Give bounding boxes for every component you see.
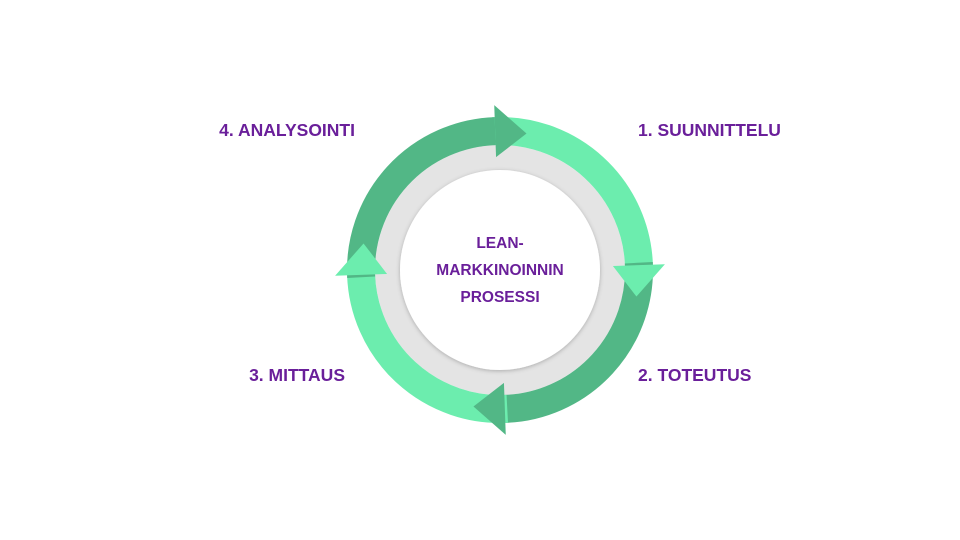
- center-title-line: MARKKINOINNIN: [436, 262, 564, 279]
- arrowhead-suunnittelu: [612, 264, 665, 297]
- step-label-analysointi: 4. ANALYSOINTI: [219, 120, 355, 140]
- center-title: LEAN- MARKKINOINNIN PROSESSI: [400, 230, 600, 311]
- arrowhead-mittaus: [335, 243, 388, 276]
- arrowhead-toteutus: [473, 382, 506, 435]
- step-label-suunnittelu: 1. SUUNNITTELU: [638, 120, 781, 140]
- step-label-toteutus: 2. TOTEUTUS: [638, 365, 752, 385]
- arrowhead-analysointi: [494, 105, 527, 158]
- step-label-mittaus: 3. MITTAUS: [249, 365, 345, 385]
- center-title-line: LEAN-: [476, 235, 524, 252]
- center-circle: [400, 170, 600, 370]
- center-title-line: PROSESSI: [460, 289, 540, 306]
